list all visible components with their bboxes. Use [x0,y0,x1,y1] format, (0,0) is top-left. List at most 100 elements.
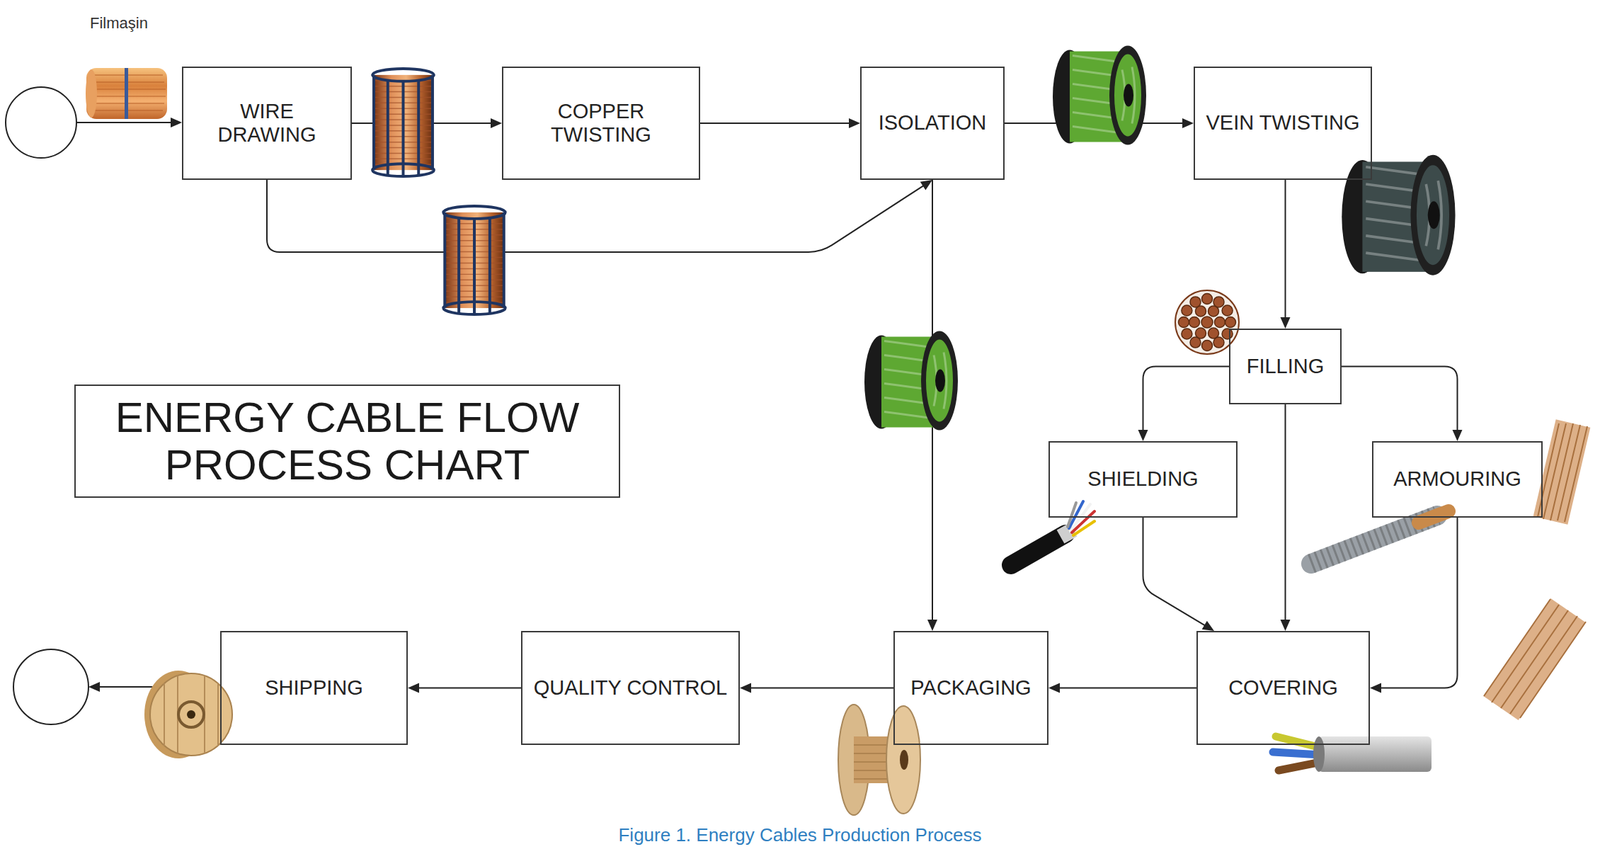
flow-line [1341,366,1458,434]
process-box: WIRE DRAWING [181,66,352,180]
flow-line [1284,404,1287,623]
flow-arrow [1280,404,1291,631]
title-box: ENERGY CABLE FLOW PROCESS CHART [74,384,621,498]
cable-cross-section [1213,296,1225,308]
box-label: FILLING [1246,354,1325,379]
cable-cross-section [1225,317,1237,328]
armoured-cable [1311,511,1449,564]
wire-rod-coil [85,67,168,119]
cable-cross-section [1221,328,1233,340]
box-label: ARMOURING [1393,467,1521,491]
cable-cross-section [1178,317,1190,328]
flow-line [700,122,852,124]
cable-cross-section [1201,316,1213,328]
copper-strand-bundle [1537,423,1588,522]
wooden-drum [186,710,196,719]
cable-cross-section [1189,317,1200,328]
finished-cable [1313,736,1325,772]
shielded-cable [1010,533,1066,565]
cable-cross-section [1181,328,1193,340]
cable-cross-section [1202,340,1213,352]
flow-line [1056,687,1197,689]
shielded-cable [1067,502,1077,527]
flow-arrow [700,118,861,129]
process-box: SHIPPING [220,630,408,745]
wooden-spool [899,749,909,770]
wire-basket [372,68,506,315]
process-box: ISOLATION [860,66,1005,180]
arrow-head [1202,620,1215,631]
arrow-head [927,619,938,631]
wooden-drum [144,670,233,759]
process-box: ARMOURING [1372,441,1543,518]
wire-basket [443,206,505,315]
arrow-head [1182,118,1194,129]
cable-cross-section [1190,336,1201,348]
cable-cross-section [1213,336,1225,348]
box-label: COVERING [1228,676,1339,700]
flow-arrow [1143,517,1215,631]
cable-cross-section [1202,293,1213,305]
flow-line [1143,366,1230,434]
flow-arrow [739,683,894,694]
cable-cross-section [1221,305,1233,316]
insulated-wire-spool [864,331,958,431]
flow-arrow [1138,366,1230,442]
shielded-cable [1010,501,1095,565]
box-label: PACKAGING [910,676,1031,700]
process-box: SHIELDING [1048,441,1238,518]
box-label: SHIPPING [264,676,364,700]
wire-rod-coil [86,67,168,119]
flow-arrow [266,179,933,253]
cable-cross-section [1190,296,1201,308]
wooden-spool [838,704,921,815]
arrow-head [739,683,752,694]
box-label: QUALITY CONTROL [533,676,728,700]
flow-line [748,687,894,689]
box-label: WIRE DRAWING [206,99,328,148]
process-box: QUALITY CONTROL [521,630,740,745]
material-label: Filmaşin [89,14,148,33]
arrow-head [1452,429,1463,442]
insulated-wire-spool [864,46,1147,431]
finished-cable [1318,736,1432,772]
end-terminal [88,681,100,692]
arrow-head [490,118,502,129]
flow-arrow [1280,179,1291,329]
process-box: VEIN TWISTING [1193,66,1373,180]
flow-arrow [1341,366,1463,442]
arrow-head [1280,619,1291,631]
shielded-cable [1073,521,1095,536]
arrow-head [1138,429,1149,442]
twisted-vein-spool [1341,155,1455,276]
insulated-wire-spool [1052,46,1147,146]
arrow-head [848,118,861,129]
wooden-drum [178,701,204,728]
process-box: COPPER TWISTING [501,66,701,180]
flow-line [1143,517,1208,627]
wire-basket [372,68,434,177]
flow-line [416,687,522,689]
figure-caption: Figure 1. Energy Cables Production Proce… [0,824,1600,847]
process-box: PACKAGING [893,630,1049,745]
flow-line [1284,179,1287,320]
shielded-cable [1067,501,1095,536]
arrow-head [1280,317,1291,329]
arrow-head [1369,683,1382,694]
box-label: ISOLATION [878,111,987,135]
wooden-spool [886,705,921,814]
cable-cross-section [1214,317,1226,328]
arrow-head [920,179,933,191]
arrow-head [1048,683,1060,694]
wire-rod-coil [124,67,129,119]
box-label: VEIN TWISTING [1206,111,1360,135]
box-label: COPPER TWISTING [533,99,669,148]
cable-cross-section [1178,293,1237,352]
wire-rod-coil [85,69,97,118]
flow-line [266,179,926,253]
start-terminal [170,117,182,128]
process-box: FILLING [1229,328,1342,405]
arrow-head [407,683,420,694]
process-box: COVERING [1196,630,1370,745]
